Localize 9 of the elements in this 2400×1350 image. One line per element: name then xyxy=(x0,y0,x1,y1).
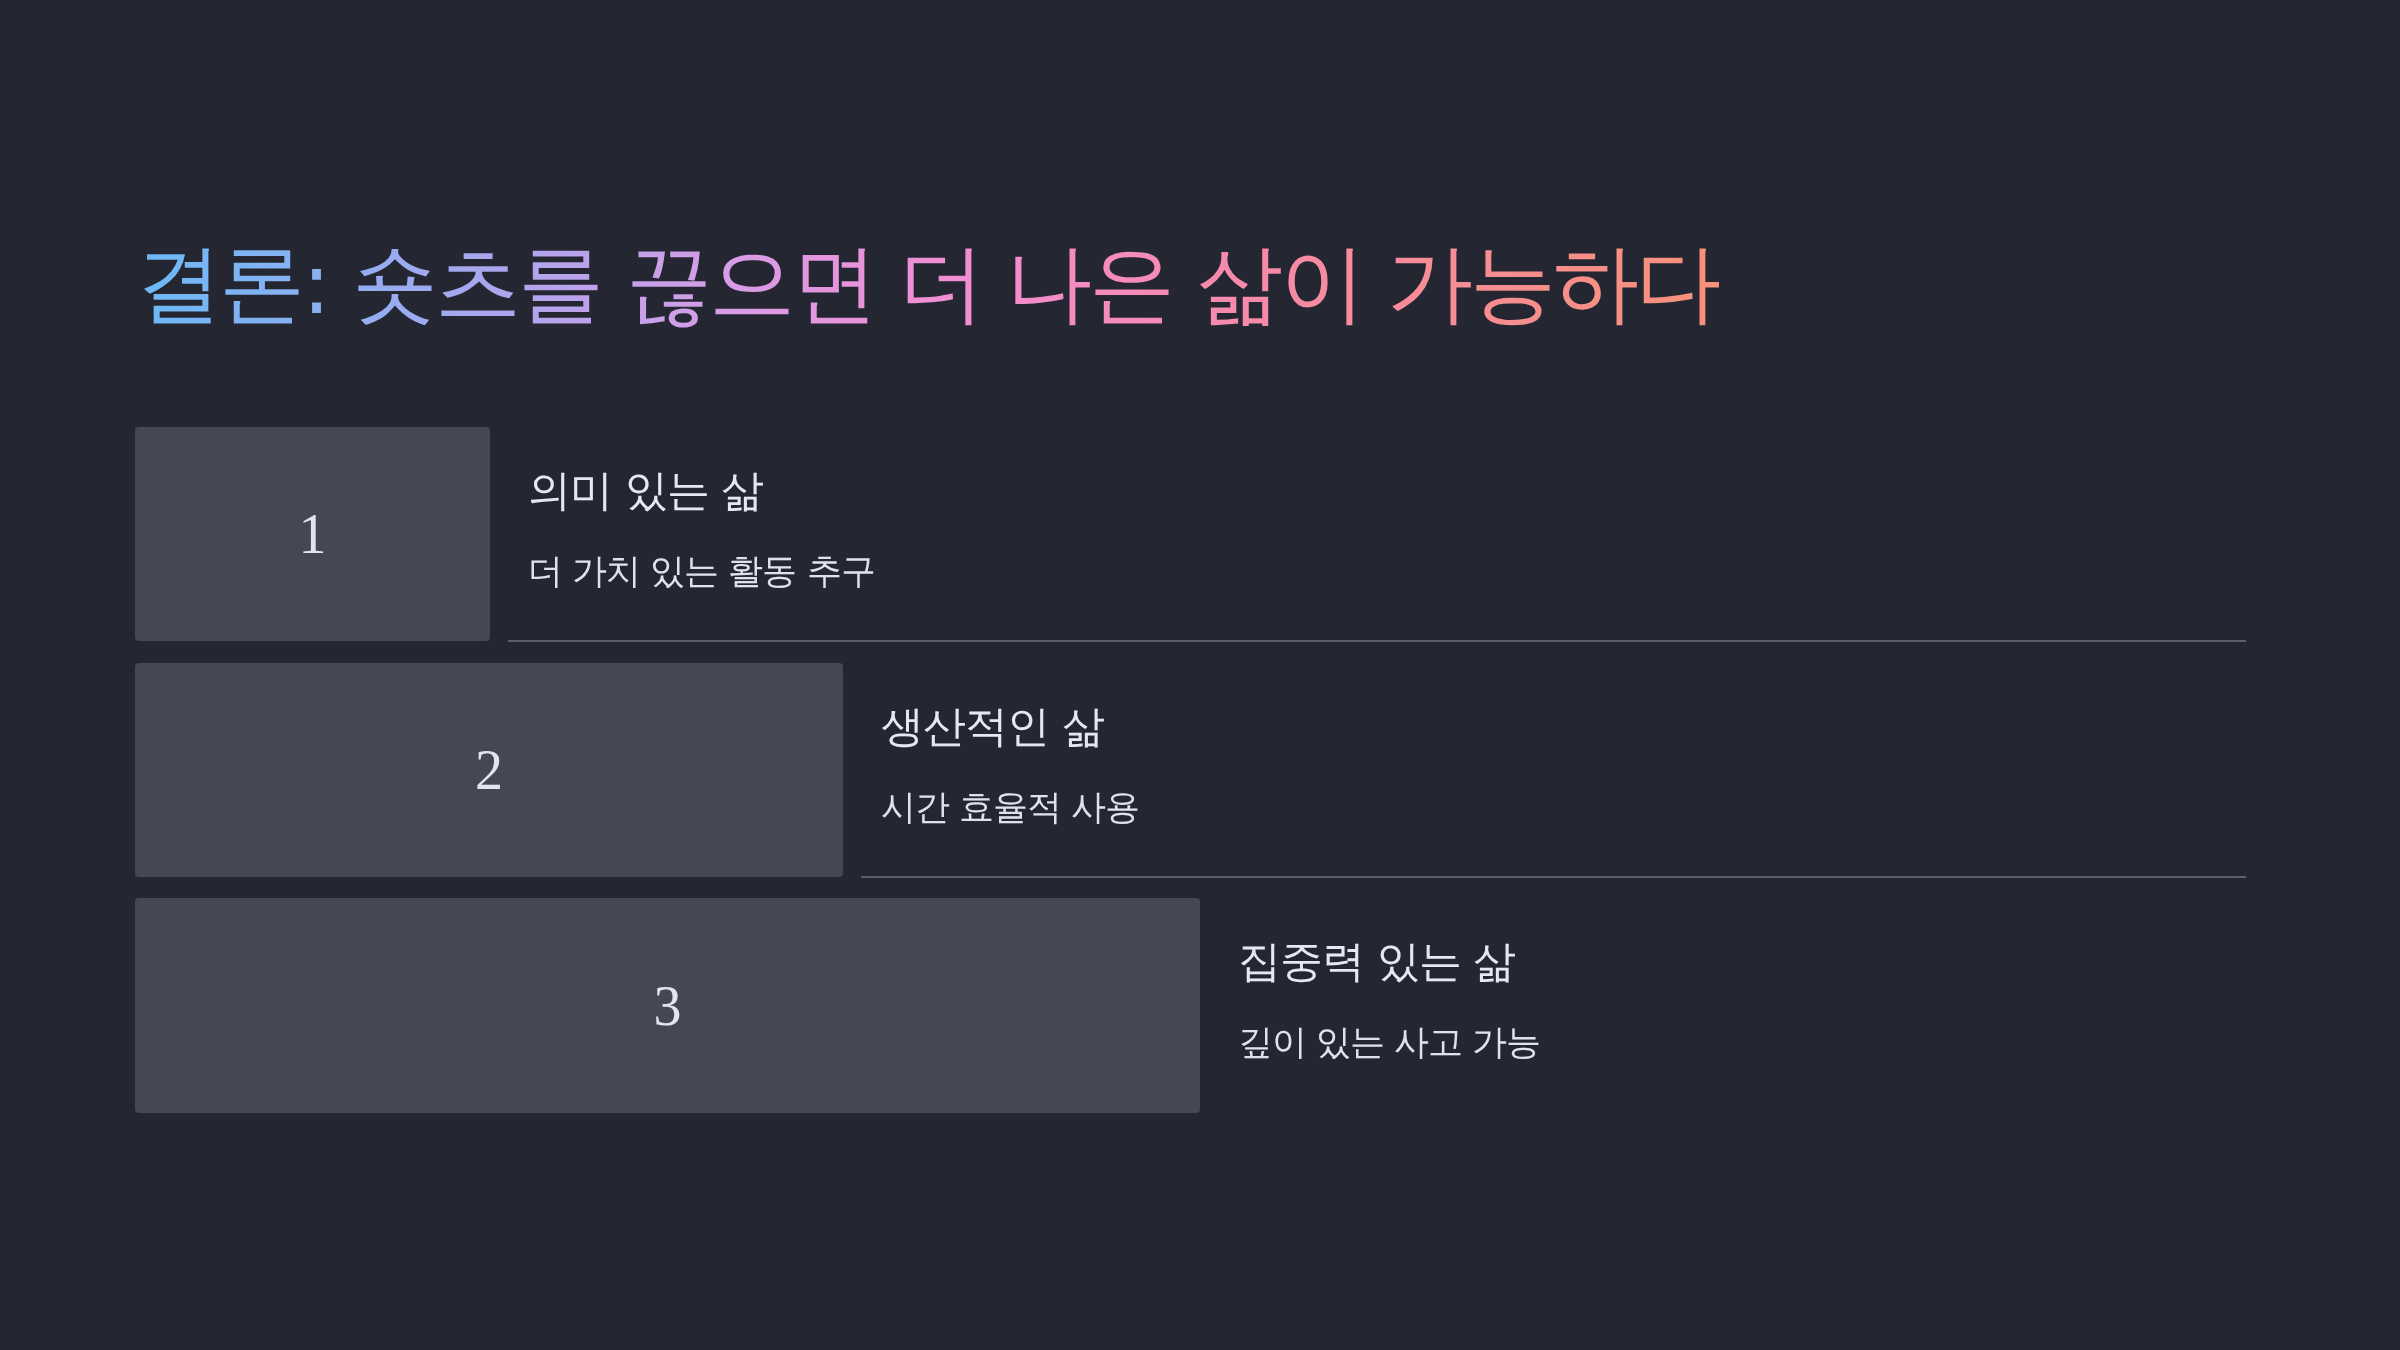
number-box: 3 xyxy=(135,898,1200,1113)
row-description: 깊이 있는 사고 가능 xyxy=(1238,1021,1541,1064)
row-heading: 집중력 있는 삶 xyxy=(1238,935,1516,988)
row-heading: 생산적인 삶 xyxy=(881,700,1104,753)
number-box: 2 xyxy=(135,663,843,877)
number-box: 1 xyxy=(135,427,490,641)
row-heading: 의미 있는 삶 xyxy=(528,464,764,517)
row-description: 시간 효율적 사용 xyxy=(881,786,1140,829)
row-description: 더 가치 있는 활동 추구 xyxy=(528,550,875,593)
